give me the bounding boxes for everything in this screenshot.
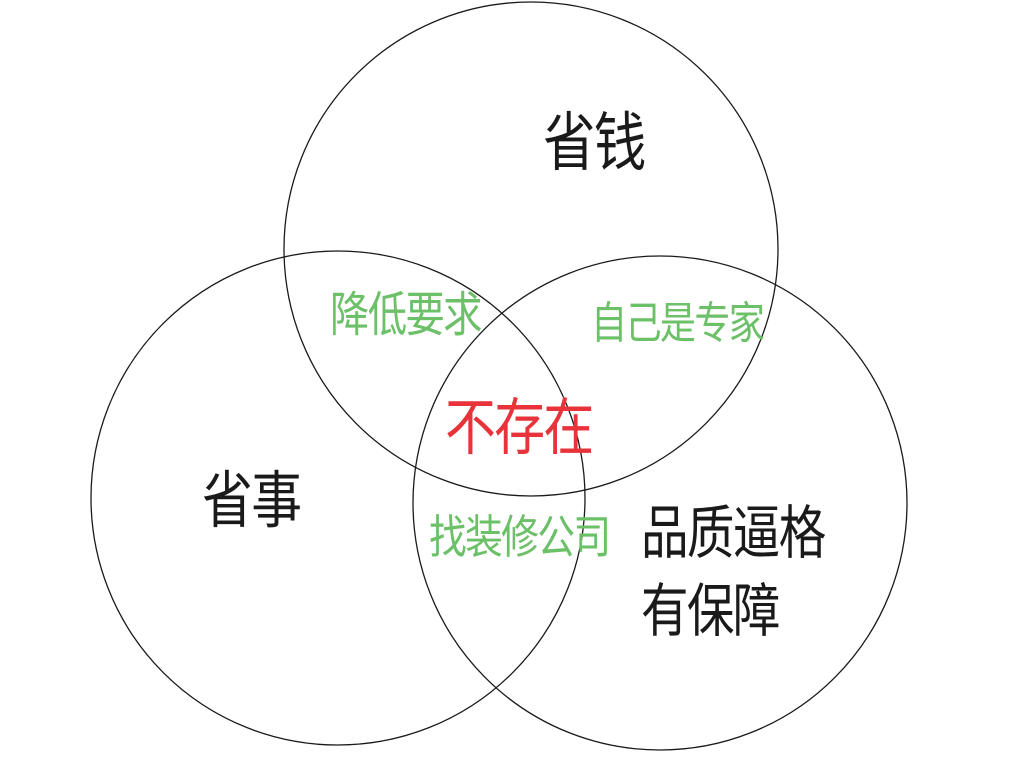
overlap-label-be-own-expert: 自己是专家 [591,298,765,349]
set-label-save-effort: 省事 [202,464,302,537]
circle-save-money [283,1,779,497]
set-label-quality-assured: 品质逼格 有保障 [641,494,826,651]
circle-quality-assured [412,255,908,751]
set-label-quality-line1: 品质逼格 [641,499,826,567]
overlap-label-does-not-exist: 不存在 [445,391,594,464]
set-label-quality-line2: 有保障 [641,577,780,646]
overlap-label-hire-renovation-company: 找装修公司 [429,510,611,564]
circle-save-effort [90,250,586,746]
overlap-label-lower-requirements: 降低要求 [330,287,483,343]
set-label-save-money: 省钱 [543,107,646,181]
